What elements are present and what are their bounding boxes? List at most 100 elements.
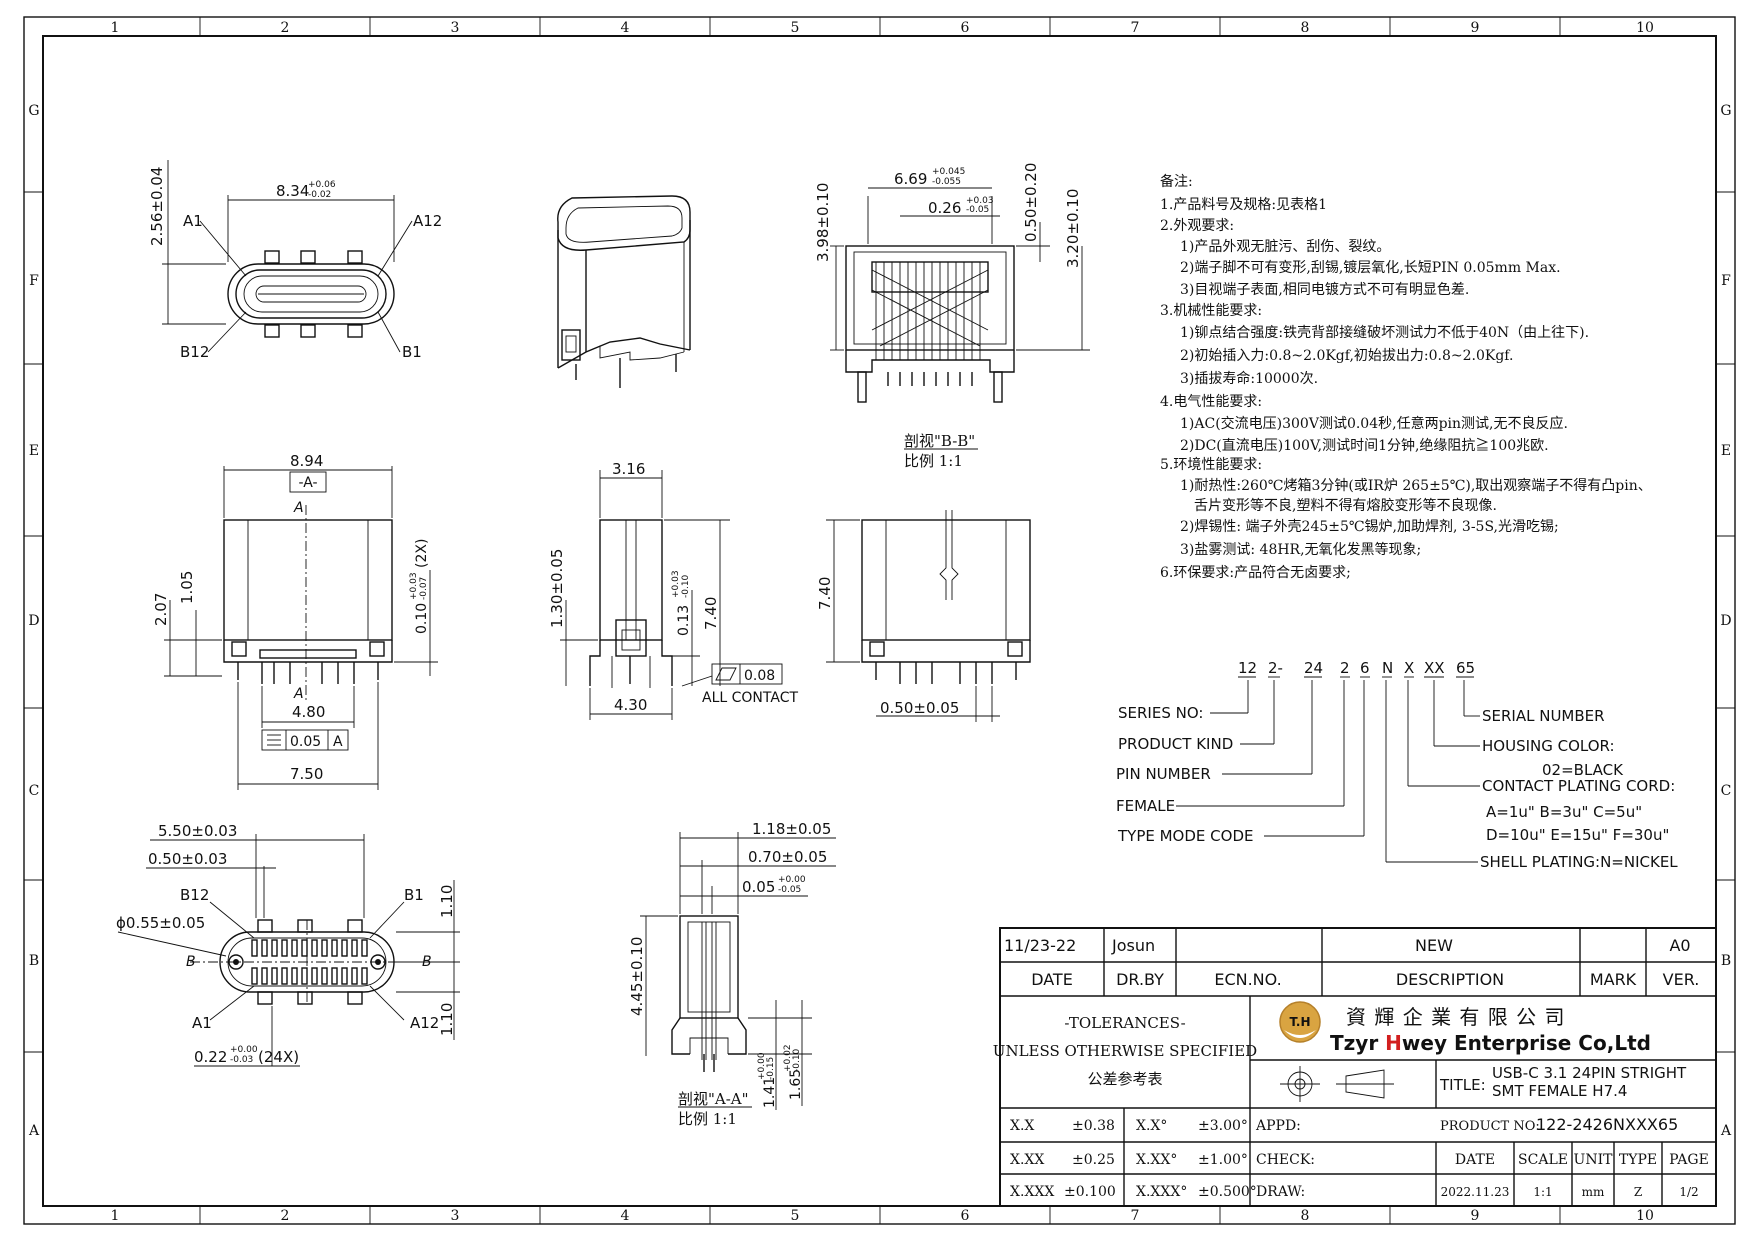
code-segment: 6 [1360,659,1370,677]
part-code-diagram: 12 2- 24 2 6 N X XX 65 SERIES NO: PRODUC… [1116,659,1678,871]
note-line: 5.环境性能要求: [1160,457,1262,473]
label-female: FEMALE [1116,797,1175,815]
dim-bb-w2-tol: -0.05 [966,205,989,215]
dim-aa-165-tol: +0.02 [783,1044,793,1072]
rev-by: Josun [1111,936,1155,955]
dim-front-tol: 0.10 [414,603,430,634]
section-a-top: A [293,500,304,516]
label-contact: CONTACT PLATING CORD: [1482,777,1675,795]
col-number: 2 [281,20,290,36]
header-drby: DR.BY [1116,970,1164,989]
dim-aa-005: 0.05 [742,878,775,896]
col-number: 7 [1131,20,1140,36]
fcf-ref: A [333,734,343,750]
dim-aa-141: 1.41 [762,1077,778,1108]
tol-key: X.XX [1010,1152,1044,1168]
section-a-bot: A [293,686,304,702]
code-segment: 12 [1238,659,1257,677]
notes-title: 备注: [1160,173,1193,190]
product-no-label: PRODUCT NO: [1440,1119,1540,1134]
row-letter: C [1721,783,1732,799]
col-number: 5 [791,1208,800,1224]
label-black: 02=BLACK [1542,761,1624,779]
row-letter: E [29,443,39,459]
section-bb-scale: 比例 1:1 [904,452,963,470]
header-desc: DESCRIPTION [1396,970,1504,989]
dim-aa-005-tol: +0.00 [778,875,806,885]
h2-scale: SCALE [1518,1152,1568,1168]
note-line: 4.电气性能要求: [1160,394,1262,410]
projection-symbol [1280,1066,1394,1102]
code-segment: XX [1424,659,1445,677]
label-bottom-b12: B12 [180,886,209,904]
h2-page: PAGE [1669,1152,1709,1168]
note-line: 3.机械性能要求: [1160,303,1262,319]
row-letter: G [28,103,39,119]
dim-bb-w1-tol: +0.045 [932,167,965,177]
top-view: 8.34 +0.06 -0.02 2.56±0.04 A1 A12 B12 B1 [148,160,442,361]
tol-title: -TOLERANCES- [1064,1014,1185,1032]
title-line-2: SMT FEMALE H7.4 [1492,1082,1627,1100]
header-mark: MARK [1590,970,1637,989]
dim-side-740: 7.40 [702,597,720,630]
dim-bb-w1: 6.69 [894,170,927,188]
note-line: 3)目视端子表面,相同电镀方式不可有明显色差. [1180,281,1469,298]
col-number: 6 [961,1208,970,1224]
bottom-view: B B 5.50±0.03 0.50±0.03 B12 B1 ϕ0.55±0.0… [116,822,460,1067]
row-letter: C [29,783,40,799]
label-serial: SERIAL NUMBER [1482,707,1605,725]
section-bb-caption: 剖视"B-B" [904,432,975,450]
tol-cn: 公差参考表 [1087,1070,1162,1088]
note-line: 2)端子脚不可有变形,刮锡,镀层氧化,长短PIN 0.05mm Max. [1180,259,1561,276]
company-name-en: Tzyr Hwey Enterprise Co,Ltd [1330,1031,1651,1055]
tol-val: ±3.00° [1198,1118,1248,1134]
label-housing: HOUSING COLOR: [1482,737,1615,755]
header-ecn: ECN.NO. [1214,970,1281,989]
col-number: 7 [1131,1208,1140,1224]
row-letter: B [1721,953,1731,969]
note-line: 2)DC(直流电压)100V,测试时间1分钟,绝缘阻抗≧100兆欧. [1180,437,1549,454]
note-line: 1)铆点结合强度:铁壳背部接缝破坏测试力不低于40N（由上往下). [1180,324,1589,341]
note-line: 1.产品料号及规格:见表格1 [1160,197,1327,213]
note-line: 3)盐雾测试: 48HR,无氧化发黑等现象; [1180,541,1421,558]
label-plating-2: D=10u" E=15u" F=30u" [1486,826,1669,844]
label-product-kind: PRODUCT KIND [1118,735,1233,753]
dim-bottom-110b: 1.10 [438,1003,456,1036]
dim-side-430: 4.30 [614,696,647,714]
col-number: 1 [111,20,120,36]
dim-side-013: 0.13 [676,605,692,636]
dim-bottom-110a: 1.10 [438,885,456,918]
col-number: 10 [1636,1208,1654,1224]
dim-front-width: 8.94 [290,452,323,470]
section-b-left: B [186,954,196,970]
title-block: 11/23-22 Josun NEW A0 DATE DR.BY ECN.NO.… [993,927,1717,1207]
dim-bottom-pin-tol: -0.03 [230,1055,253,1065]
dim-front-tol-dn: -0.07 [419,577,429,600]
dim-front-105: 1.05 [178,571,196,604]
company-name-cn: 資 輝 企 業 有 限 公 司 [1346,1005,1566,1029]
col-number: 3 [451,1208,460,1224]
label-b1: B1 [402,343,422,361]
tol-val: ±0.100 [1064,1184,1116,1200]
dim-bottom-550: 5.50±0.03 [158,822,237,840]
tol-unless: UNLESS OTHERWISE SPECIFIED [993,1042,1257,1060]
tol-val: ±0.38 [1072,1118,1115,1134]
isometric-view [557,195,691,388]
dim-aa-165-tol: -0.10 [792,1048,802,1072]
flatness-value: 0.08 [744,668,775,684]
section-aa-scale: 比例 1:1 [678,1110,737,1128]
dim-side-316: 3.16 [612,460,645,478]
logo-text: T.H [1290,1015,1311,1029]
dim-bb-w1-tol: -0.055 [932,177,961,187]
v-type: Z [1634,1185,1642,1199]
dim-bottom-phi: ϕ0.55±0.05 [116,914,205,932]
dim-side-013-tol: +0.03 [671,570,681,598]
col-number: 2 [281,1208,290,1224]
dim-bb-h1: 3.98±0.10 [814,183,832,262]
tol-key: X.X° [1136,1118,1167,1134]
code-segment: 65 [1456,659,1475,677]
dim-bottom-pin-suffix: (24X) [258,1048,299,1066]
note-line: 2)焊锡性: 端子外壳245±5℃锡炉,加助焊剂, 3-5S,光滑吃锡; [1180,518,1559,535]
dim-aa-445: 4.45±0.10 [628,937,646,1016]
code-segment: N [1382,659,1393,677]
